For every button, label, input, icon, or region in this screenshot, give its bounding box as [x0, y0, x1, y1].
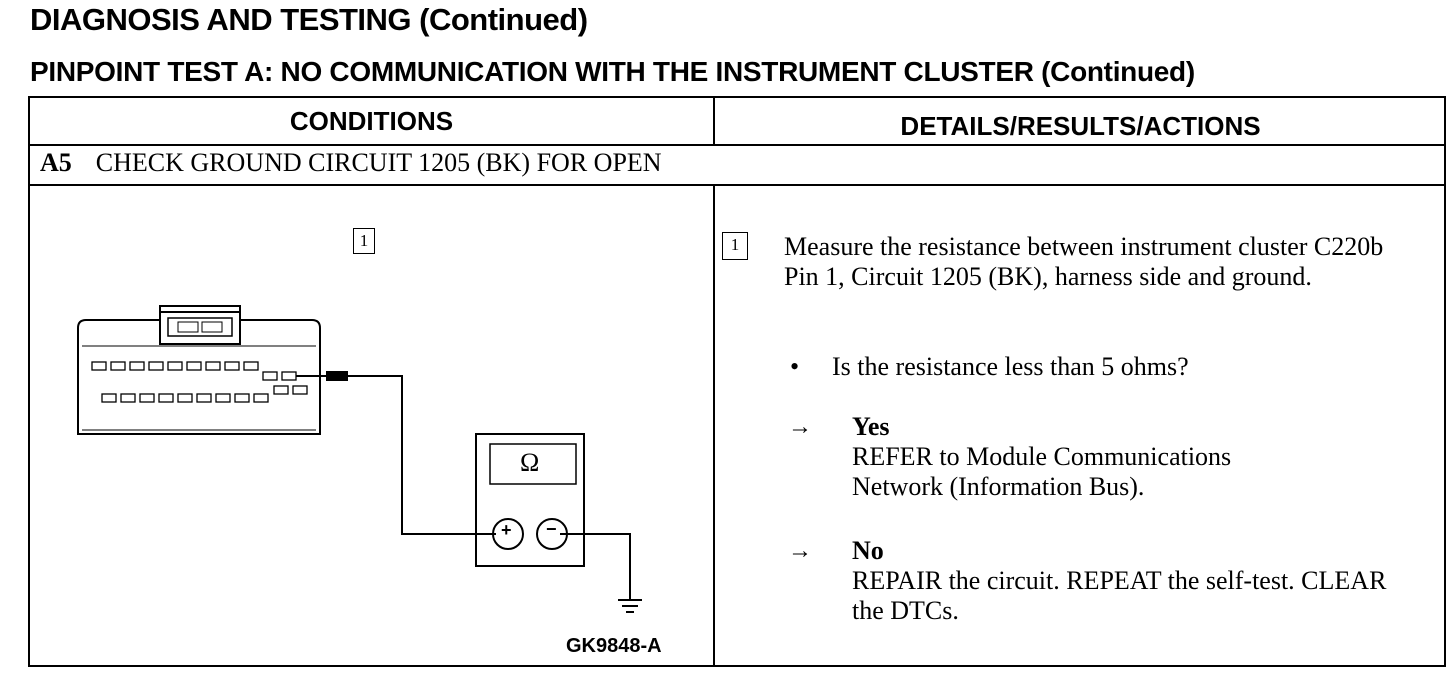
yes-label: Yes	[852, 412, 890, 441]
page-title: DIAGNOSIS AND TESTING (Continued)	[30, 2, 588, 37]
details-step-marker: 1	[722, 232, 748, 260]
ohmmeter	[475, 433, 585, 567]
pinpoint-table: CONDITIONS DETAILS/RESULTS/ACTIONS A5 CHE…	[28, 96, 1446, 667]
connector-body	[77, 311, 321, 435]
connector-latch	[159, 305, 241, 345]
yes-arrow: →	[788, 414, 812, 440]
ground-symbol	[618, 599, 642, 613]
details-column: 1 Measure the resistance between instrum…	[716, 186, 1446, 667]
ohm-symbol: Ω	[520, 448, 540, 477]
diagram-drawing	[77, 305, 642, 613]
figure-id: GK9848-A	[566, 635, 662, 657]
bullet: •	[790, 352, 800, 381]
minus-terminal: −	[546, 519, 557, 539]
step-heading: A5 CHECK GROUND CIRCUIT 1205 (BK) FOR OPE…	[40, 148, 662, 178]
diagram-step-marker: 1	[353, 228, 375, 254]
column-header-conditions: CONDITIONS	[289, 106, 454, 136]
yes-action: REFER to Module Communications Network (…	[852, 442, 1232, 501]
connector-pins	[91, 361, 308, 403]
no-action: REPAIR the circuit. REPEAT the self-test…	[852, 566, 1387, 625]
body-divider	[713, 184, 715, 665]
step-rule	[30, 184, 1444, 186]
no-label: No	[852, 536, 884, 565]
instruction-text: Measure the resistance between instrumen…	[784, 232, 1384, 291]
no-arrow: →	[788, 538, 812, 564]
plus-terminal: +	[501, 520, 512, 540]
no-result: No REPAIR the circuit. REPEAT the self-t…	[852, 536, 1412, 626]
positive-lead	[348, 375, 496, 535]
header-rule	[30, 144, 1444, 146]
yes-result: Yes REFER to Module Communications Netwo…	[852, 412, 1412, 502]
test-probe	[296, 371, 348, 381]
column-header-details: DETAILS/RESULTS/ACTIONS	[900, 111, 1261, 141]
wiring-diagram: 1	[30, 186, 714, 667]
header-divider	[713, 98, 715, 146]
pinpoint-test-title: PINPOINT TEST A: NO COMMUNICATION WITH T…	[30, 56, 1195, 87]
step-id: A5	[40, 148, 72, 177]
question-text: Is the resistance less than 5 ohms?	[832, 352, 1189, 381]
step-title: CHECK GROUND CIRCUIT 1205 (BK) FOR OPEN	[95, 148, 662, 177]
